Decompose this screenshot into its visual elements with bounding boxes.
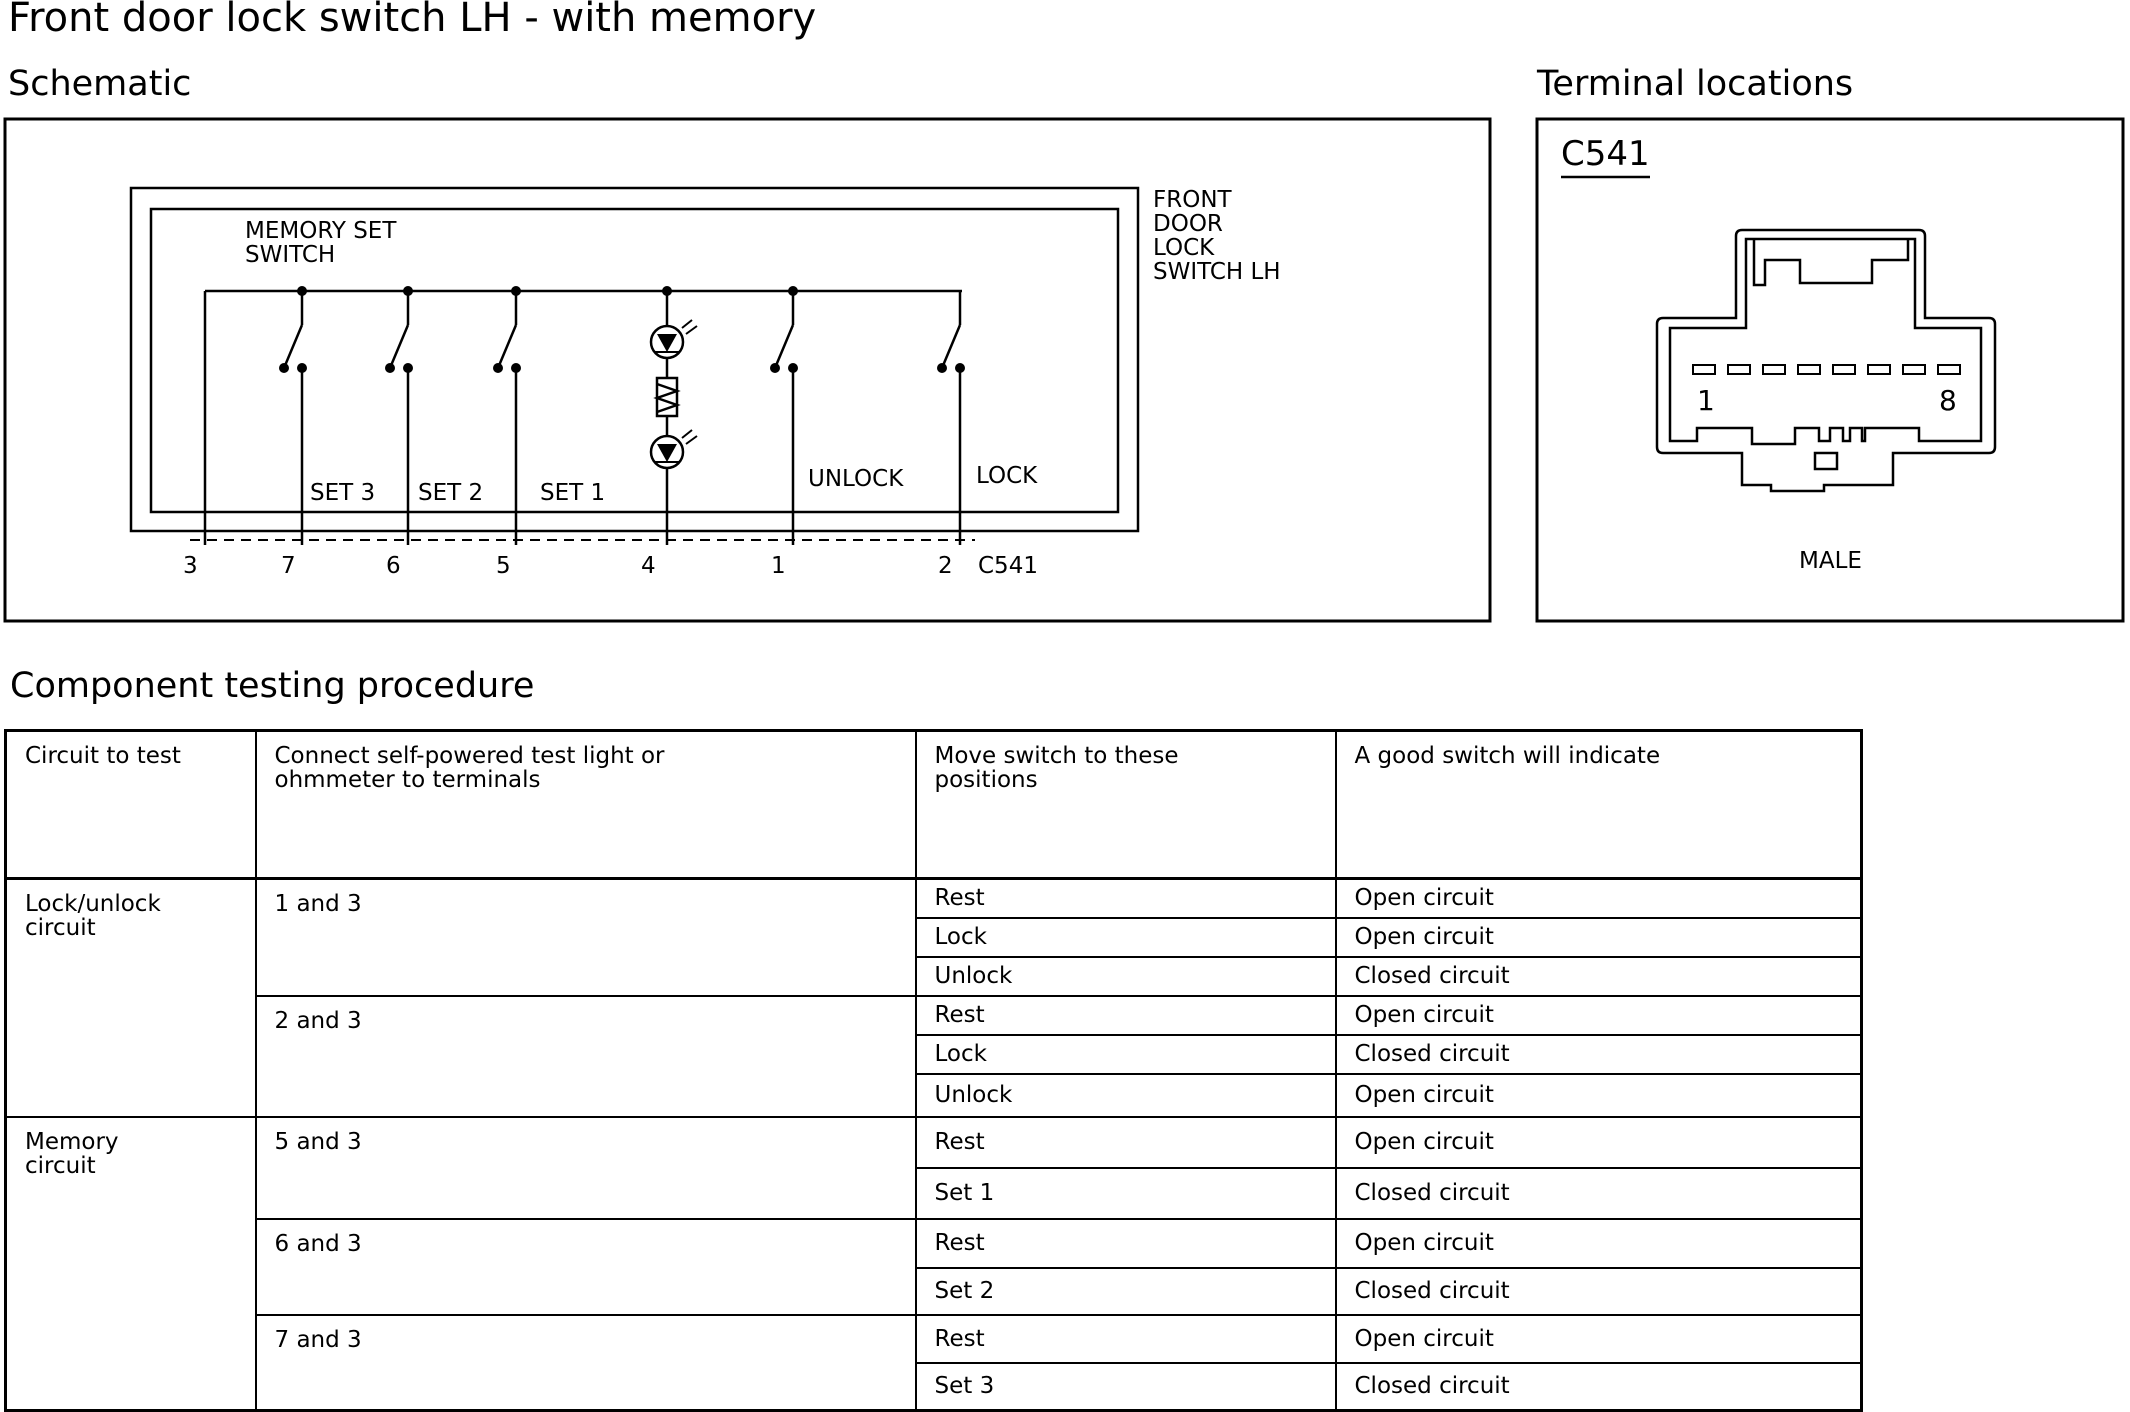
- table-header-row: Circuit to test Connect self-powered tes…: [4, 729, 1863, 880]
- component-label-line-1: FRONT: [1153, 187, 1233, 213]
- circuit-cell: Memory circuit: [4, 1115, 257, 1412]
- terminal-pin-first: 1: [1697, 384, 1715, 417]
- procedure-heading: Component testing procedure: [10, 666, 535, 706]
- pin-label-4: 4: [641, 553, 656, 579]
- pin-label-6: 6: [386, 553, 401, 579]
- switch-unlock: [773, 291, 795, 545]
- result-cell: Open circuit: [1334, 877, 1863, 919]
- schematic-diagram: FRONT DOOR LOCK SWITCH LH MEMORY SET SWI…: [3, 117, 1492, 623]
- result-cell: Open circuit: [1334, 1313, 1863, 1364]
- position-cell: Rest: [914, 877, 1337, 919]
- header-circuit: Circuit to test: [4, 729, 257, 880]
- result-cell: Open circuit: [1334, 916, 1863, 958]
- page-title: Front door lock switch LH - with memory: [8, 0, 817, 41]
- result-cell: Closed circuit: [1334, 1033, 1863, 1075]
- circuit-cell: Lock/unlock circuit: [4, 877, 257, 1118]
- table-row: 7 and 3 Rest Open circuit: [6, 1313, 1863, 1412]
- memory-set-switch-label-line-1: MEMORY SET: [245, 218, 397, 244]
- table-row: Memory circuit 5 and 3 Rest Open circuit: [4, 1115, 1863, 1412]
- terminal-frame: [1535, 117, 2125, 623]
- position-cell: Set 2: [914, 1266, 1337, 1316]
- position-cell: Lock: [914, 916, 1337, 958]
- table-row: Lock Closed circuit: [6, 1033, 1863, 1075]
- position-cell: Unlock: [914, 1072, 1337, 1118]
- switch-label-set-1: SET 1: [540, 480, 605, 506]
- switch-label-unlock: UNLOCK: [808, 466, 904, 492]
- position-cell: Lock: [914, 1033, 1337, 1075]
- position-cell: Set 3: [914, 1361, 1337, 1412]
- component-label-line-4: SWITCH LH: [1153, 259, 1281, 285]
- pin-label-2: 2: [938, 553, 953, 579]
- table-row: Unlock Open circuit: [6, 1072, 1863, 1118]
- result-cell: Closed circuit: [1334, 1361, 1863, 1412]
- terminals-cell: 7 and 3: [254, 1313, 917, 1412]
- procedure-table: Circuit to test Connect self-powered tes…: [4, 729, 1863, 1412]
- terminal-pin-last: 8: [1939, 384, 1957, 417]
- position-cell: Rest: [914, 1313, 1337, 1364]
- switch-label-lock: LOCK: [976, 463, 1038, 489]
- terminal-locations-diagram: C541 1 8 MALE: [1535, 117, 2125, 623]
- position-cell: Rest: [914, 994, 1337, 1036]
- switch-set-3: [282, 291, 304, 545]
- schematic-frame: [3, 117, 1492, 623]
- terminal-locations-heading: Terminal locations: [1537, 64, 1854, 104]
- result-cell: Open circuit: [1334, 1217, 1863, 1269]
- memory-set-switch-label-line-2: SWITCH: [245, 242, 335, 268]
- connector-label: C541: [978, 553, 1038, 579]
- result-cell: Open circuit: [1334, 1072, 1863, 1118]
- terminals-cell: 6 and 3: [254, 1217, 917, 1316]
- terminals-cell: 1 and 3: [254, 877, 917, 997]
- switch-outer-body: [129, 186, 1140, 533]
- switch-set-1: [496, 291, 518, 545]
- table-row: Lock Open circuit: [6, 916, 1863, 958]
- table-row: Set 1 Closed circuit: [6, 1166, 1863, 1220]
- result-cell: Closed circuit: [1334, 1166, 1863, 1220]
- switch-label-set-3: SET 3: [310, 480, 375, 506]
- table-row: 6 and 3 Rest Open circuit: [6, 1217, 1863, 1316]
- pin-label-3: 3: [183, 553, 198, 579]
- pin-label-7: 7: [281, 553, 296, 579]
- terminals-cell: 2 and 3: [254, 994, 917, 1118]
- table-row: Set 2 Closed circuit: [6, 1266, 1863, 1316]
- switch-set-2: [388, 291, 410, 545]
- component-label-line-3: LOCK: [1153, 235, 1215, 261]
- position-cell: Set 1: [914, 1166, 1337, 1220]
- component-label-line-2: DOOR: [1153, 211, 1223, 237]
- terminal-connector-label: C541: [1561, 134, 1650, 174]
- result-cell: Closed circuit: [1334, 1266, 1863, 1316]
- table-row: Unlock Closed circuit: [6, 955, 1863, 997]
- switch-label-set-2: SET 2: [418, 480, 483, 506]
- header-terminals: Connect self-powered test light or ohmme…: [254, 729, 917, 880]
- header-position: Move switch to these positions: [914, 729, 1337, 880]
- schematic-heading: Schematic: [8, 64, 192, 104]
- switch-lock: [940, 291, 962, 545]
- result-cell: Open circuit: [1334, 994, 1863, 1036]
- pin-label-1: 1: [771, 553, 786, 579]
- connector-pins: [1692, 364, 1961, 375]
- table-row: 2 and 3 Rest Open circuit: [6, 994, 1863, 1118]
- pin-label-5: 5: [496, 553, 511, 579]
- position-cell: Rest: [914, 1115, 1337, 1169]
- position-cell: Rest: [914, 1217, 1337, 1269]
- indicator-led-circuit: [649, 291, 685, 545]
- position-cell: Unlock: [914, 955, 1337, 997]
- terminal-gender-label: MALE: [1799, 548, 1862, 574]
- result-cell: Open circuit: [1334, 1115, 1863, 1169]
- connector-housing: [1655, 228, 1997, 493]
- switch-inner-body: [149, 207, 1120, 514]
- header-indication: A good switch will indicate: [1334, 729, 1863, 880]
- table-row: Lock/unlock circuit 1 and 3 Rest Open ci…: [4, 877, 1863, 1118]
- result-cell: Closed circuit: [1334, 955, 1863, 997]
- terminals-cell: 5 and 3: [254, 1115, 917, 1220]
- table-row: Set 3 Closed circuit: [6, 1361, 1863, 1412]
